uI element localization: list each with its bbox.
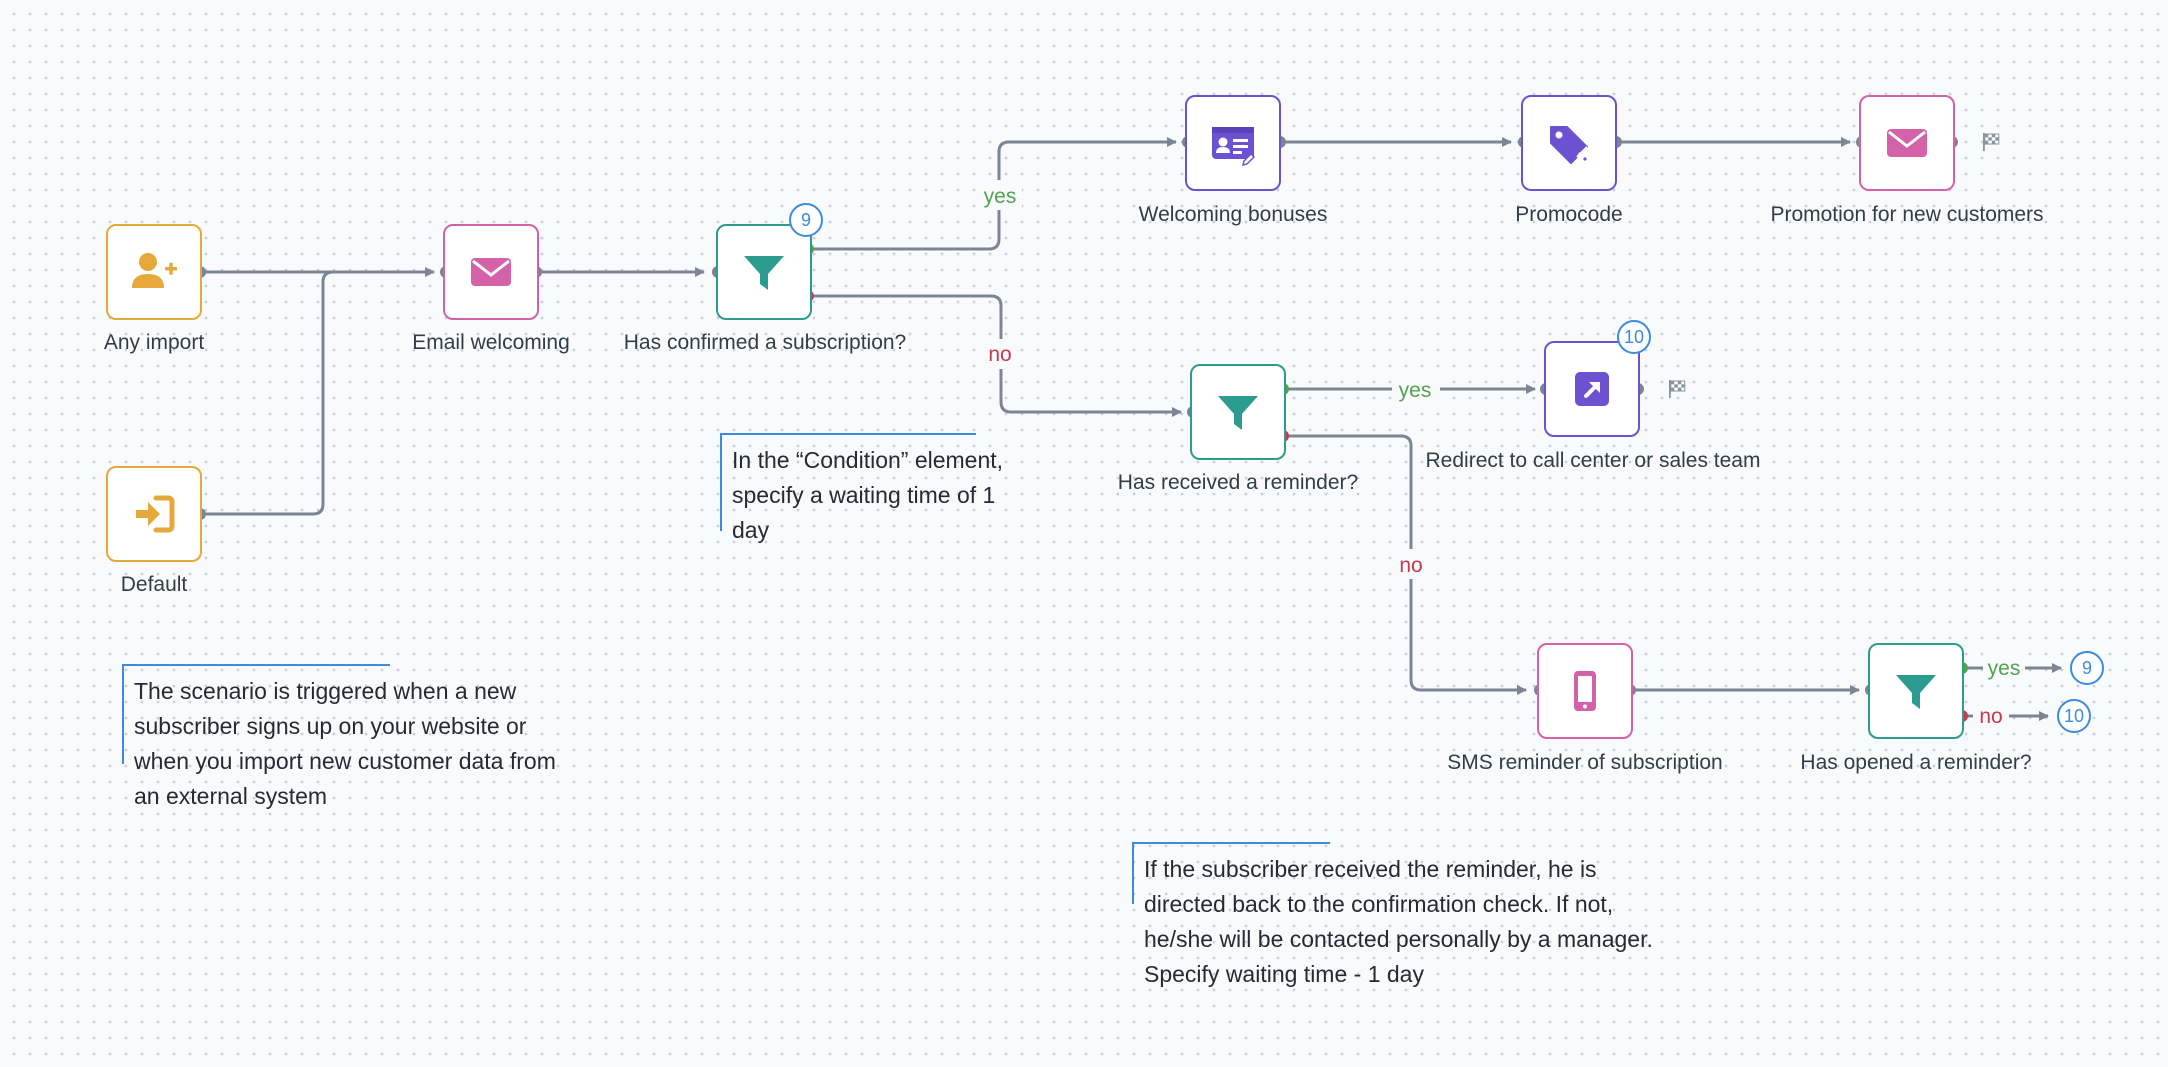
node-email-welcoming[interactable] bbox=[443, 224, 539, 320]
envelope-icon bbox=[1887, 129, 1927, 157]
node-has-received[interactable] bbox=[1190, 364, 1286, 460]
filter-icon bbox=[1896, 675, 1936, 709]
node-sms-reminder[interactable] bbox=[1537, 643, 1633, 739]
node-welcoming-bonuses[interactable] bbox=[1185, 95, 1281, 191]
goto-badge-no[interactable]: 10 bbox=[2057, 699, 2091, 733]
sign-in-icon bbox=[136, 495, 175, 533]
edge-label-no: no bbox=[1979, 705, 2002, 728]
node-label: Promocode bbox=[1515, 203, 1623, 226]
edge-label-yes: yes bbox=[1988, 657, 2021, 680]
node-label: SMS reminder of subscription bbox=[1447, 751, 1723, 774]
node-label: Email welcoming bbox=[412, 331, 570, 354]
node-has-opened[interactable] bbox=[1868, 643, 1964, 739]
goto-badge-yes[interactable]: 9 bbox=[2070, 651, 2104, 685]
user-plus-icon bbox=[132, 253, 177, 288]
edge-default-email bbox=[200, 270, 334, 516]
node-label: Default bbox=[120, 573, 188, 596]
note-text: In the “Condition” element, specify a wa… bbox=[732, 447, 1004, 543]
envelope-icon bbox=[471, 258, 511, 286]
edge-label-yes: yes bbox=[984, 185, 1017, 208]
mobile-icon bbox=[1574, 671, 1596, 711]
finish-flag-icon bbox=[1669, 380, 1686, 398]
note-trigger: The scenario is triggered when a new sub… bbox=[122, 664, 562, 814]
node-label: Has received a reminder? bbox=[1117, 471, 1359, 494]
filter-icon bbox=[744, 256, 784, 290]
node-default[interactable] bbox=[106, 466, 202, 562]
external-link-icon bbox=[1575, 372, 1609, 406]
node-promotion[interactable] bbox=[1859, 95, 1955, 191]
node-label: Promotion for new customers bbox=[1770, 203, 2044, 226]
note-condition: In the “Condition” element, specify a wa… bbox=[720, 433, 1020, 548]
tag-icon bbox=[1550, 126, 1588, 164]
step-badge: 10 bbox=[1617, 320, 1651, 354]
node-label: Any import bbox=[103, 331, 205, 354]
note-reminder: If the subscriber received the reminder,… bbox=[1132, 842, 1662, 992]
id-card-icon bbox=[1212, 127, 1256, 167]
edge-label-yes: yes bbox=[1399, 379, 1432, 402]
filter-icon bbox=[1218, 396, 1258, 430]
node-redirect[interactable] bbox=[1544, 341, 1640, 437]
node-has-confirmed[interactable] bbox=[716, 224, 812, 320]
node-label: Welcoming bonuses bbox=[1138, 203, 1328, 226]
note-text: The scenario is triggered when a new sub… bbox=[134, 678, 556, 809]
edge-label-no: no bbox=[988, 343, 1011, 366]
note-text: If the subscriber received the reminder,… bbox=[1144, 856, 1653, 987]
edge-label-no: no bbox=[1399, 554, 1422, 577]
node-any-import[interactable] bbox=[106, 224, 202, 320]
node-label: Has opened a reminder? bbox=[1800, 751, 2032, 774]
node-promocode[interactable] bbox=[1521, 95, 1617, 191]
finish-flag-icon bbox=[1983, 133, 2000, 151]
node-label: Redirect to call center or sales team bbox=[1425, 449, 1761, 472]
node-label: Has confirmed a subscription? bbox=[623, 331, 907, 354]
step-badge: 9 bbox=[789, 203, 823, 237]
